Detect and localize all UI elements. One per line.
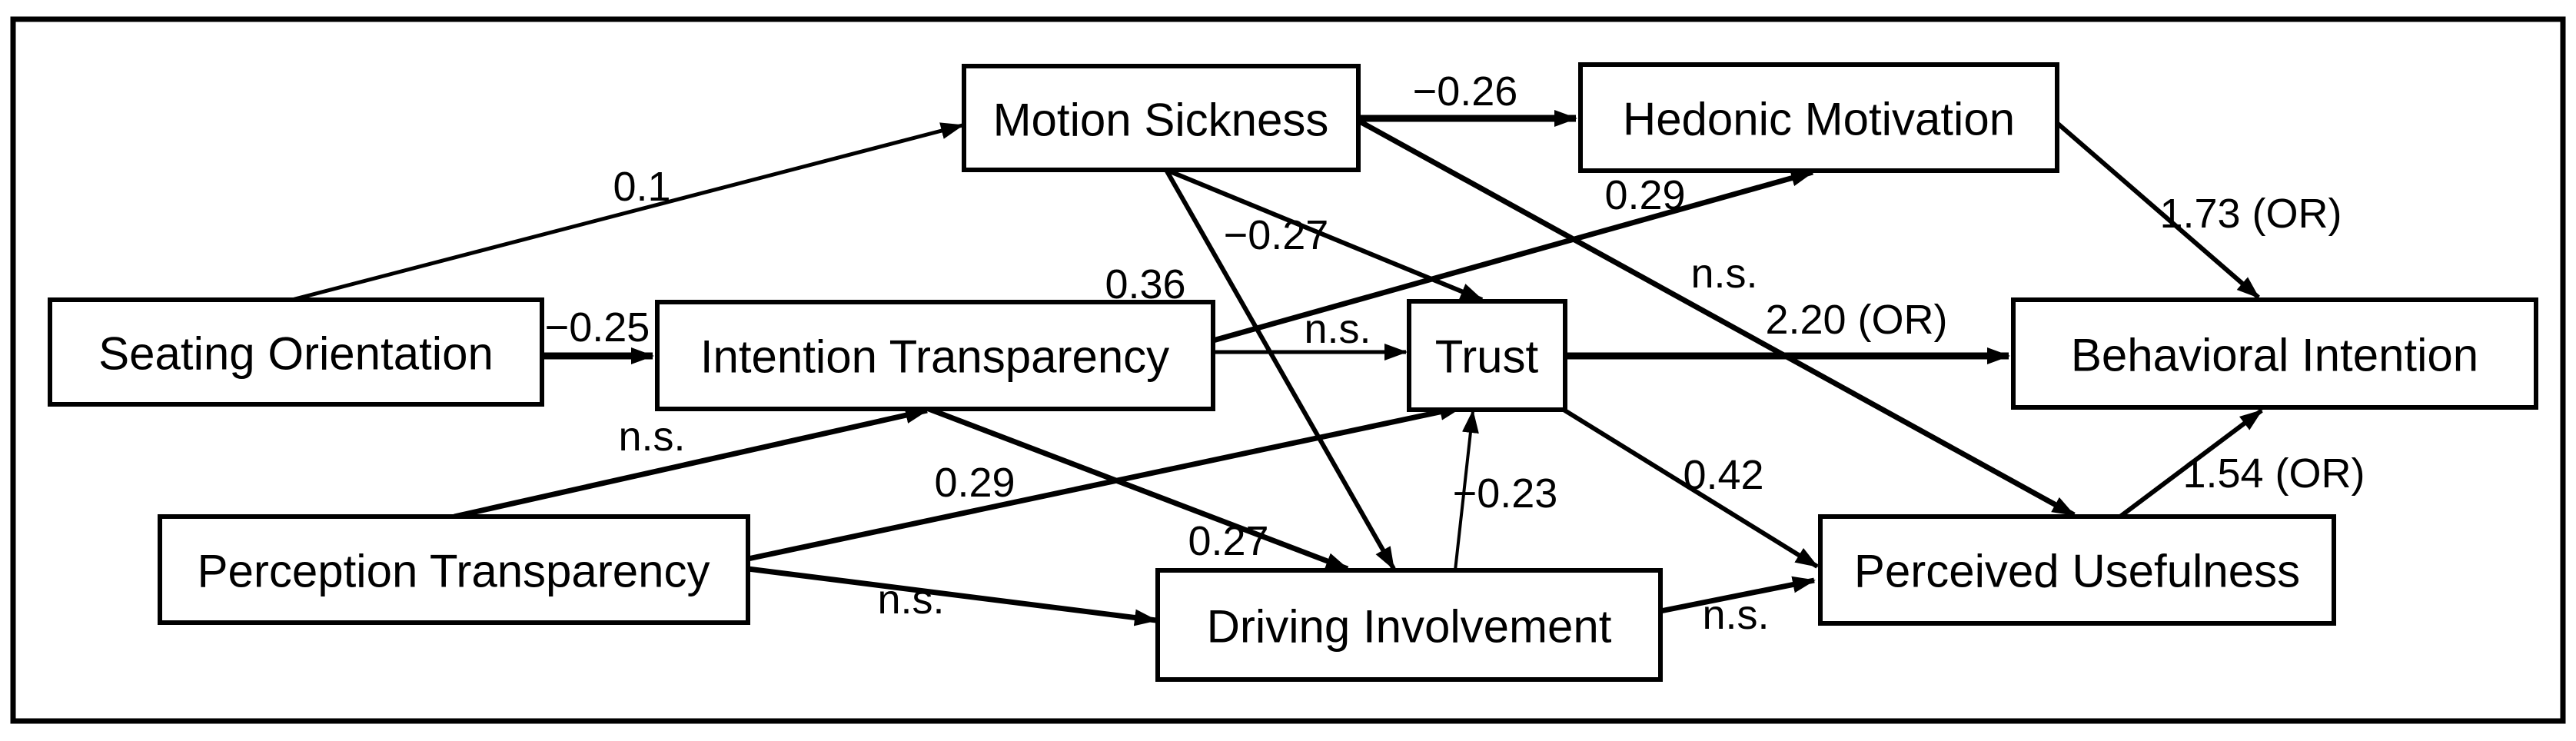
edge-label-motion-sickness-perceived-usefulness: n.s.	[1690, 251, 1757, 297]
edge-label-perceived-usefulness-behavioral-intention: 1.54 (OR)	[2182, 450, 2365, 497]
edge-label-intention-transparency-hedonic-motivation: 0.29	[1604, 172, 1685, 218]
edge-label-perception-transparency-intention-transparency: n.s.	[618, 414, 685, 460]
edge-motion-sickness-driving-involvement	[1164, 168, 1396, 570]
node-driving-involvement-label: Driving Involvement	[1207, 601, 1612, 653]
edge-label-motion-sickness-hedonic-motivation: −0.26	[1413, 68, 1518, 115]
edge-intention-transparency-hedonic-motivation	[1212, 169, 1814, 344]
node-behavioral-intention: Behavioral Intention	[2011, 297, 2538, 410]
edge-perceived-usefulness-behavioral-intention	[2119, 408, 2263, 519]
diagram-border	[10, 16, 2566, 724]
edge-label-hedonic-motivation-behavioral-intention: 1.73 (OR)	[2159, 191, 2342, 237]
node-intention-transparency: Intention Transparency	[655, 300, 1215, 411]
edge-label-trust-behavioral-intention: 2.20 (OR)	[1765, 297, 1947, 343]
edge-label-group: 0.1 −0.25 −0.26 −0.27 0.36 n.s. n.s. 0.2…	[545, 68, 2365, 638]
node-behavioral-intention-label: Behavioral Intention	[2071, 330, 2478, 381]
node-trust-box	[1407, 299, 1567, 412]
node-seating-orientation-box	[48, 297, 544, 407]
node-hedonic-motivation: Hedonic Motivation	[1578, 62, 2059, 173]
edge-trust-perceived-usefulness	[1562, 407, 1819, 569]
edge-group	[291, 110, 2263, 626]
edge-label-motion-sickness-trust: −0.27	[1224, 212, 1329, 258]
node-intention-transparency-label: Intention Transparency	[700, 331, 1169, 383]
node-motion-sickness: Motion Sickness	[962, 64, 1361, 172]
node-motion-sickness-label: Motion Sickness	[993, 95, 1329, 146]
edge-label-perception-transparency-driving-involvement: n.s.	[877, 577, 944, 623]
node-perception-transparency: Perception Transparency	[158, 514, 750, 625]
edge-label-intention-transparency-driving-involvement: 0.27	[1188, 518, 1268, 564]
edge-perception-transparency-intention-transparency	[454, 407, 929, 520]
node-perceived-usefulness: Perceived Usefulness	[1818, 514, 2336, 626]
edge-motion-sickness-perceived-usefulness	[1357, 118, 2076, 518]
edge-perception-transparency-driving-involvement	[747, 566, 1158, 626]
node-hedonic-motivation-label: Hedonic Motivation	[1623, 94, 2015, 145]
node-perceived-usefulness-label: Perceived Usefulness	[1854, 546, 2300, 597]
node-behavioral-intention-box	[2011, 297, 2538, 410]
node-perception-transparency-box	[158, 514, 750, 625]
edge-label-trust-perceived-usefulness: 0.42	[1683, 452, 1763, 498]
edge-label-seating-orientation-intention-transparency: −0.25	[545, 304, 650, 351]
node-trust-label: Trust	[1435, 331, 1539, 383]
edge-perception-transparency-trust	[747, 404, 1463, 562]
node-motion-sickness-box	[962, 64, 1361, 172]
edge-label-seating-orientation-motion-sickness: 0.1	[613, 164, 670, 210]
edge-seating-orientation-motion-sickness	[291, 122, 964, 302]
node-perceived-usefulness-box	[1818, 514, 2336, 626]
edge-intention-transparency-driving-involvement	[927, 406, 1349, 572]
node-intention-transparency-box	[655, 300, 1215, 411]
edge-hedonic-motivation-behavioral-intention	[2056, 121, 2260, 300]
edge-label-intention-transparency-trust: n.s.	[1304, 306, 1371, 352]
node-trust: Trust	[1407, 299, 1567, 412]
node-group: Seating Orientation Intention Transparen…	[48, 62, 2538, 682]
node-hedonic-motivation-box	[1578, 62, 2059, 173]
node-seating-orientation: Seating Orientation	[48, 297, 544, 407]
edge-label-driving-involvement-trust: −0.23	[1453, 470, 1558, 517]
edge-driving-involvement-perceived-usefulness	[1660, 576, 1816, 614]
edge-label-perception-transparency-trust: 0.29	[934, 460, 1015, 506]
edge-driving-involvement-trust	[1454, 410, 1479, 571]
node-driving-involvement-box	[1155, 568, 1663, 682]
node-perception-transparency-label: Perception Transparency	[197, 546, 710, 597]
node-seating-orientation-label: Seating Orientation	[98, 328, 494, 380]
node-driving-involvement: Driving Involvement	[1155, 568, 1663, 682]
edge-label-driving-involvement-perceived-usefulness: n.s.	[1702, 592, 1769, 638]
